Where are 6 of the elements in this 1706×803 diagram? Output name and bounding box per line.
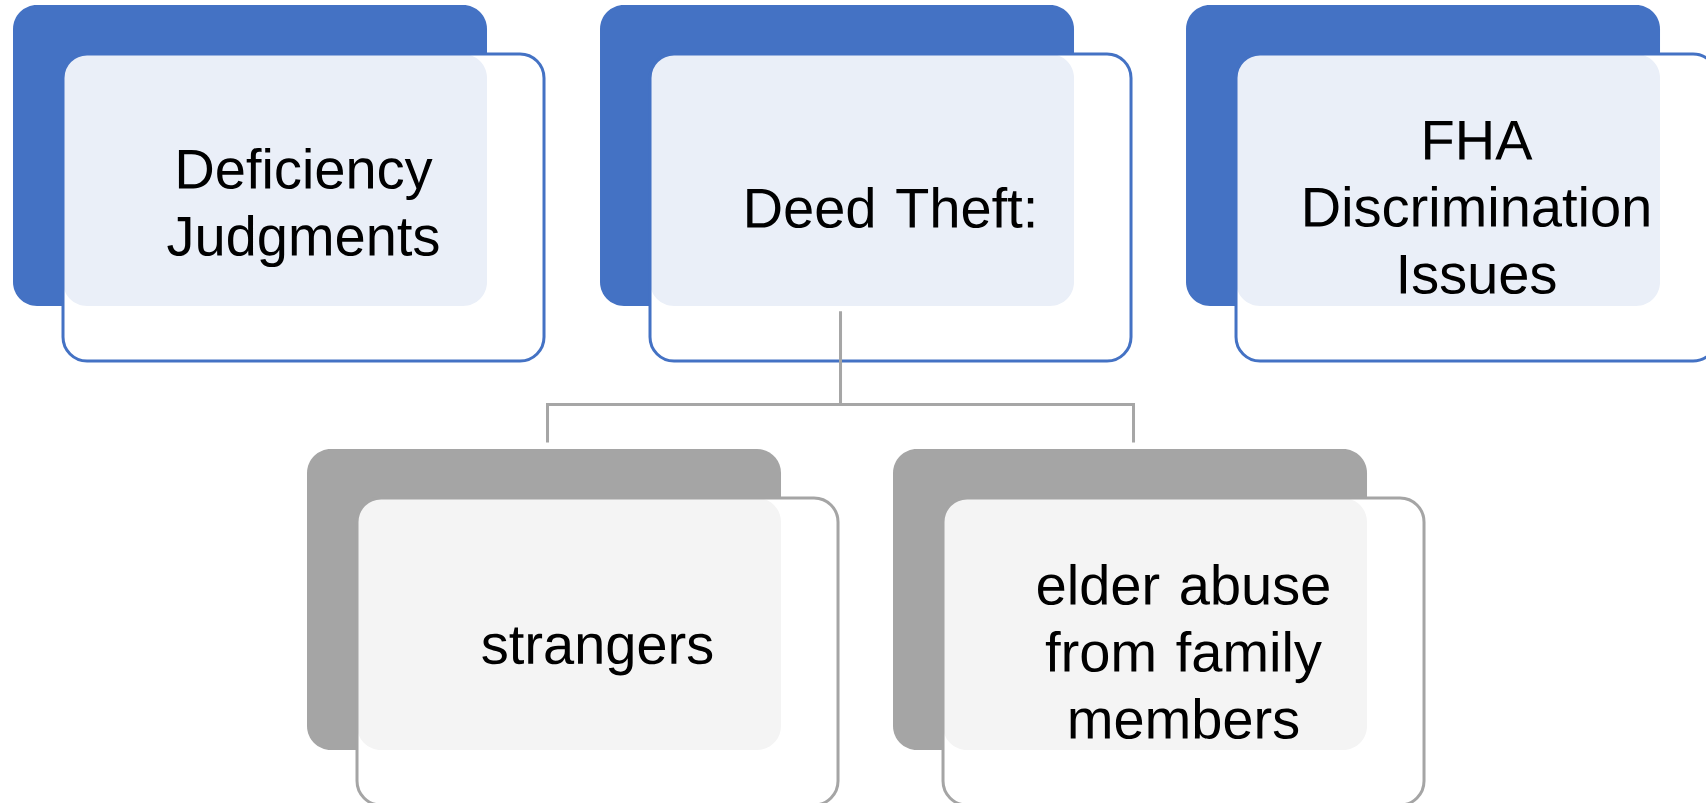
process-box: elder abuse from family members bbox=[893, 449, 1426, 803]
process-box: FHA Discrimination Issues bbox=[1186, 5, 1706, 363]
process-box: strangers bbox=[307, 449, 840, 803]
process-box: Deed Theft: bbox=[600, 5, 1133, 363]
connector-line bbox=[839, 311, 1135, 443]
process-box: Deficiency Judgments bbox=[13, 5, 546, 363]
